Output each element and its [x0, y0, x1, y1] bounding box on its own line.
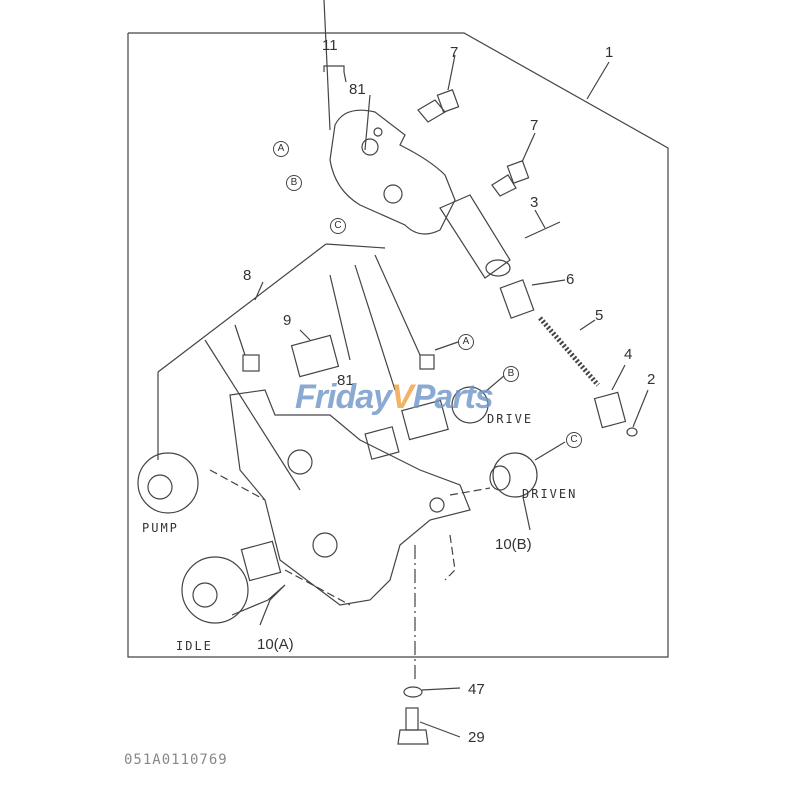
pump-housing	[229, 389, 471, 606]
part-label-4: 4	[624, 346, 633, 363]
part-label-47: 47	[468, 681, 485, 698]
diagram-reference-code: 051A0110769	[124, 752, 228, 768]
annotation-driven: DRIVEN	[522, 487, 578, 501]
part-label-81-mid: 81	[337, 372, 354, 389]
callout-b-mid: B	[503, 366, 519, 382]
idle-gear	[181, 556, 249, 624]
part-label-7-top: 7	[450, 44, 459, 61]
part-label-2: 2	[647, 371, 656, 388]
pump-gear	[137, 452, 199, 514]
part-label-29: 29	[468, 729, 485, 746]
annotation-idle: IDLE	[176, 639, 213, 653]
part-label-6: 6	[566, 271, 575, 288]
watermark-logo: FridayVParts	[295, 378, 494, 416]
annotation-drive: DRIVE	[487, 412, 534, 426]
callout-c-top: C	[330, 218, 346, 234]
part-label-7-lower: 7	[530, 117, 539, 134]
part-label-5: 5	[595, 307, 604, 324]
part-label-81-top: 81	[349, 81, 366, 98]
part-label-10b: 10(B)	[495, 536, 532, 553]
callout-c-mid: C	[566, 432, 582, 448]
assembly-frame	[127, 32, 669, 658]
part-label-3: 3	[530, 194, 539, 211]
part-label-1: 1	[605, 44, 614, 61]
part-label-10a: 10(A)	[257, 636, 294, 653]
callout-a-mid: A	[458, 334, 474, 350]
part-label-9: 9	[283, 312, 292, 329]
pump-cover	[329, 109, 456, 235]
callout-a-top: A	[273, 141, 289, 157]
callout-b-top: B	[286, 175, 302, 191]
annotation-pump: PUMP	[142, 521, 179, 535]
part-label-8: 8	[243, 267, 252, 284]
part-label-11: 11	[322, 37, 338, 54]
